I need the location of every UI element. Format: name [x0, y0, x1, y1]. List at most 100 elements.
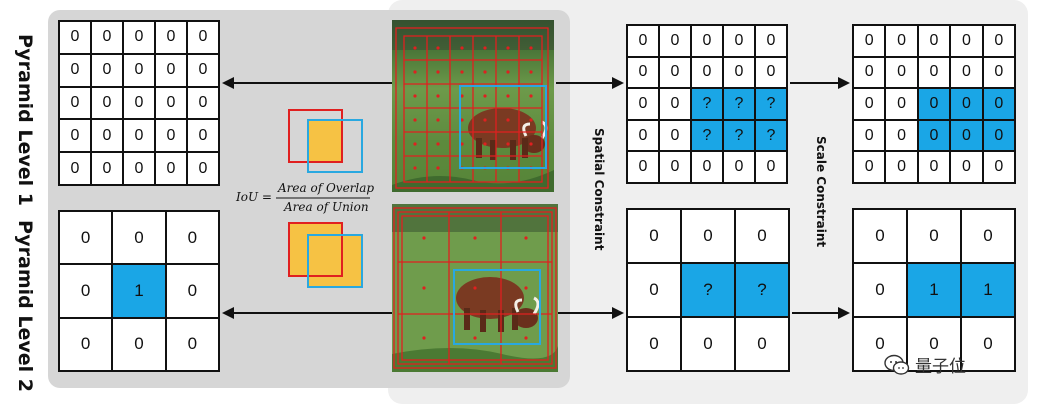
grid-cell: 0: [628, 57, 658, 88]
grid-cell: 0: [156, 87, 186, 119]
grid-cell: 0: [188, 22, 218, 53]
grid-cell: 0: [188, 153, 218, 184]
grid-cell: 0: [736, 210, 788, 262]
grid-cell: 0: [854, 120, 885, 151]
grid-cell: 0: [60, 153, 90, 184]
grid-cell: 0: [60, 22, 90, 53]
level1-label: Pyramid Level 1: [14, 34, 36, 206]
grid-cell: 0: [908, 210, 960, 262]
grid-cell: 0: [854, 318, 906, 370]
grid-cell: ?: [682, 264, 734, 316]
grid-cell: ?: [724, 120, 754, 151]
grid-cell: 0: [166, 265, 218, 317]
photo-level2: [392, 204, 558, 372]
grid-cell: 0: [736, 318, 788, 370]
grid-cell: 0: [113, 318, 165, 370]
grid-cell: 0: [756, 57, 786, 88]
grid-cell: ?: [756, 120, 786, 151]
grid-cell: 0: [951, 120, 982, 151]
grid-cell: 0: [628, 210, 680, 262]
grid-cell: 0: [188, 54, 218, 86]
grid-cell: 0: [92, 54, 122, 86]
grid-cell: ?: [692, 89, 722, 119]
iou-denominator: Area of Union: [284, 200, 369, 214]
grid-cell: 0: [983, 57, 1014, 88]
grid-cell: 0: [60, 54, 90, 86]
grid-cell: 0: [886, 152, 917, 182]
grid-cell: 0: [60, 212, 112, 264]
wechat-icon: [884, 354, 910, 375]
grid-cell: 0: [886, 26, 917, 56]
grid-cell: 0: [854, 152, 885, 182]
grid-cell: 0: [92, 87, 122, 119]
grid-cell: 0: [156, 153, 186, 184]
grid-cell: ?: [724, 89, 754, 119]
grid-cell: 0: [756, 26, 786, 56]
grid-cell: 0: [92, 153, 122, 184]
grid-cell: 0: [886, 57, 917, 88]
grid-cell: 0: [660, 57, 690, 88]
grid-cell: 1: [962, 264, 1014, 316]
grid-cell: 0: [724, 26, 754, 56]
iou-lhs: IoU =: [236, 190, 272, 204]
grid-cell: 0: [188, 120, 218, 152]
grid-cell: 0: [166, 212, 218, 264]
grid-cell: 0: [628, 152, 658, 182]
grid-cell: 0: [628, 26, 658, 56]
grid-cell: 0: [983, 89, 1014, 119]
grid-cell: 0: [951, 57, 982, 88]
grid-cell: 0: [628, 89, 658, 119]
grid-cell: 0: [60, 265, 112, 317]
grid-cell: 0: [60, 87, 90, 119]
grid-cell: 0: [983, 120, 1014, 151]
grid-cell: 0: [124, 153, 154, 184]
grid-cell: 1: [113, 265, 165, 317]
iou-small-overlap: [288, 109, 363, 173]
grid-cell: 0: [156, 22, 186, 53]
grid-cell: 0: [918, 57, 950, 88]
grid-cell: 0: [60, 318, 112, 370]
grid-cell: 0: [60, 120, 90, 152]
grid-cell: ?: [692, 120, 722, 151]
spatial-constraint-label: Spatial Constraint: [592, 128, 606, 251]
grid-cell: 0: [113, 212, 165, 264]
grid-cell: 1: [908, 264, 960, 316]
grid-cell: 0: [951, 152, 982, 182]
grid-cell: 0: [92, 120, 122, 152]
photo-level1: [392, 20, 554, 192]
grid-cell: 0: [983, 152, 1014, 182]
grid-cell: 0: [124, 120, 154, 152]
grid-cell: 0: [983, 26, 1014, 56]
watermark: 量子位: [884, 352, 966, 377]
grid-cell: 0: [951, 89, 982, 119]
grid-cell: 0: [660, 120, 690, 151]
grid-cell: 0: [854, 210, 906, 262]
grid-cell: 0: [628, 120, 658, 151]
grid-cell: 0: [918, 26, 950, 56]
grid-cell: 0: [124, 54, 154, 86]
grid-cell: 0: [951, 26, 982, 56]
grid-cell: 0: [962, 210, 1014, 262]
watermark-text: 量子位: [915, 357, 966, 377]
scale-constraint-label: Scale Constraint: [814, 136, 828, 248]
grid-cell: ?: [736, 264, 788, 316]
level2-label: Pyramid Level 2: [14, 220, 36, 392]
grid-cell: 0: [918, 152, 950, 182]
grid-cell: 0: [92, 22, 122, 53]
grid-cell: 0: [124, 87, 154, 119]
grid-cell: ?: [756, 89, 786, 119]
grid-cell: 0: [660, 89, 690, 119]
grid-cell: 0: [908, 318, 960, 370]
grid-cell: 0: [692, 26, 722, 56]
grid-cell: 0: [886, 120, 917, 151]
grid-cell: 0: [962, 318, 1014, 370]
grid-cell: 0: [166, 318, 218, 370]
grid-cell: 0: [918, 120, 950, 151]
